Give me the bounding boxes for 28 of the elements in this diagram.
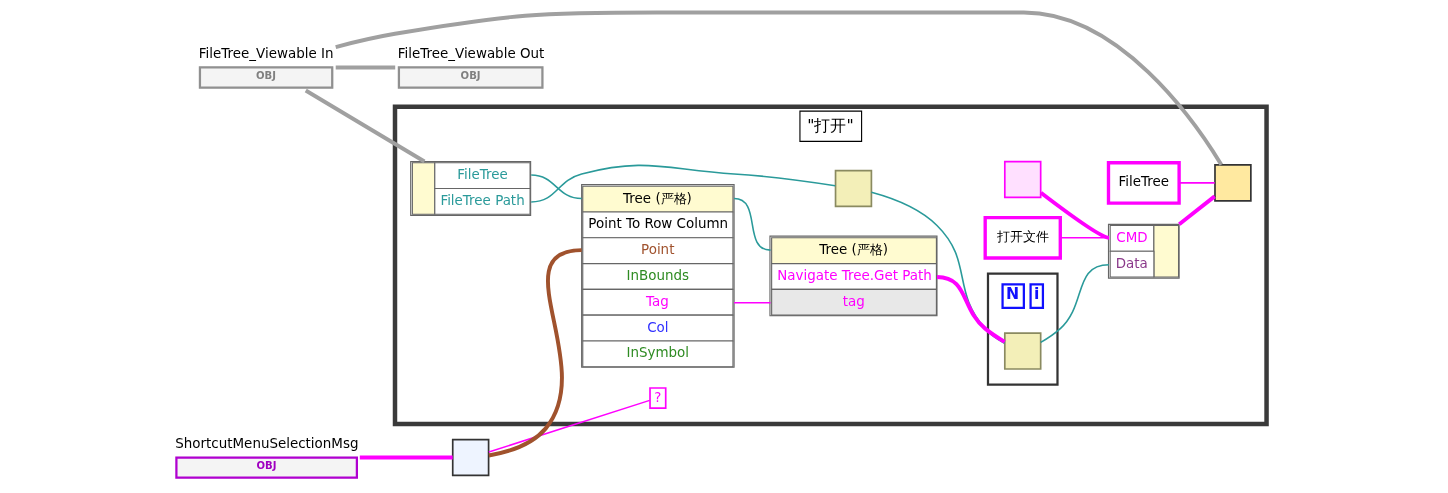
connector <box>488 248 582 458</box>
node-box <box>1214 164 1252 202</box>
connector <box>530 174 583 200</box>
connector <box>530 164 836 203</box>
node-box <box>834 169 873 208</box>
connector <box>936 275 1006 344</box>
connector <box>1178 182 1216 184</box>
node-box: ? <box>649 387 667 410</box>
connector <box>1039 191 1110 240</box>
connector <box>488 399 651 453</box>
connector <box>304 88 426 164</box>
node-box <box>451 438 490 477</box>
node-label: FileTree_Viewable In <box>198 46 334 62</box>
connector <box>1059 237 1110 239</box>
node-box <box>1003 332 1042 370</box>
connector <box>733 302 772 304</box>
node-box: 打开文件 <box>983 215 1062 260</box>
node-label: FileTree_Viewable Out <box>397 46 545 62</box>
connector <box>335 10 1223 166</box>
connector <box>1178 194 1216 226</box>
connector <box>733 197 772 251</box>
connector <box>1039 263 1110 344</box>
node-box: FileTree <box>1106 161 1181 205</box>
cluster: N i <box>986 272 1059 386</box>
node-box <box>1003 160 1042 199</box>
node-label: ShortcutMenuSelectionMsg <box>175 436 359 452</box>
connector <box>335 65 396 70</box>
connector <box>359 455 453 460</box>
